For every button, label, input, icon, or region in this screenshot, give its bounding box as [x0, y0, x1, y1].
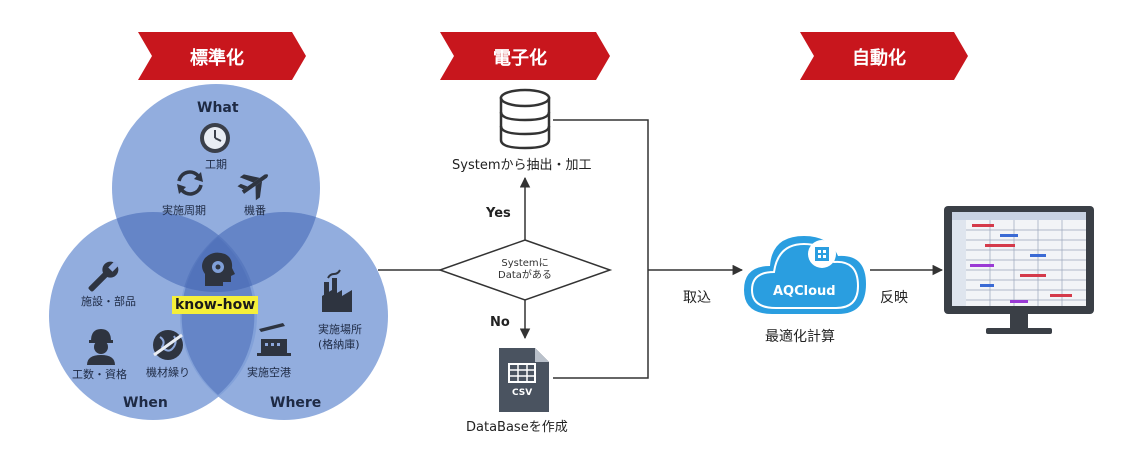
import-label: 取込	[683, 290, 711, 306]
monitor-icon	[944, 206, 1094, 334]
knowhow-label: know-how	[172, 296, 259, 314]
venn-title-what: What	[197, 100, 239, 116]
decision-line-1: Systemに	[501, 258, 549, 269]
banner-digitize: 電子化	[493, 48, 547, 69]
cloud-icon	[744, 236, 866, 314]
banner-automate-shape	[800, 32, 968, 80]
globe-airplane-icon	[153, 330, 183, 360]
building-icon	[808, 240, 836, 268]
csv-file-icon	[499, 348, 549, 412]
cloud-name: AQCloud	[773, 284, 836, 299]
cycle-icon	[177, 170, 203, 196]
clock-icon	[200, 123, 230, 153]
banner-standardize: 標準化	[190, 48, 244, 69]
venn-item-aircraft-number: 機番	[244, 204, 266, 217]
decision-text: Systemに Dataがある	[470, 258, 580, 282]
airport-icon	[257, 323, 291, 356]
decision-diamond	[437, 239, 613, 301]
venn-item-equipment: 機材繰り	[146, 366, 190, 379]
decision-line-2: Dataがある	[498, 270, 552, 281]
no-label: No	[490, 315, 510, 330]
venn-item-hangar: (格納庫)	[318, 338, 360, 351]
banner-digitize-shape	[440, 32, 610, 80]
worker-icon	[87, 329, 115, 365]
venn-item-airport: 実施空港	[247, 366, 291, 379]
venn-item-facility-parts: 施設・部品	[81, 295, 136, 308]
venn-item-location: 実施場所	[318, 323, 362, 336]
banner-standardize-shape	[138, 32, 306, 80]
venn-title-where: Where	[270, 395, 322, 411]
reflect-label: 反映	[880, 290, 908, 306]
venn-title-when: When	[123, 395, 168, 411]
optimize-label: 最適化計算	[765, 329, 835, 345]
brain-gear-icon	[202, 252, 235, 286]
create-db-label: DataBaseを作成	[466, 420, 568, 435]
wrench-icon	[88, 261, 119, 292]
factory-icon	[322, 269, 352, 312]
banner-automate: 自動化	[852, 48, 906, 69]
venn-item-manhours: 工数・資格	[72, 368, 127, 381]
venn-overlap-when-where	[181, 237, 255, 395]
venn-item-duration: 工期	[205, 158, 227, 171]
venn-item-cycle: 実施周期	[162, 204, 206, 217]
yes-label: Yes	[486, 206, 511, 221]
airplane-icon	[237, 174, 269, 201]
extract-label: Systemから抽出・加工	[452, 158, 592, 173]
database-icon	[499, 88, 551, 150]
csv-label: CSV	[512, 388, 533, 398]
